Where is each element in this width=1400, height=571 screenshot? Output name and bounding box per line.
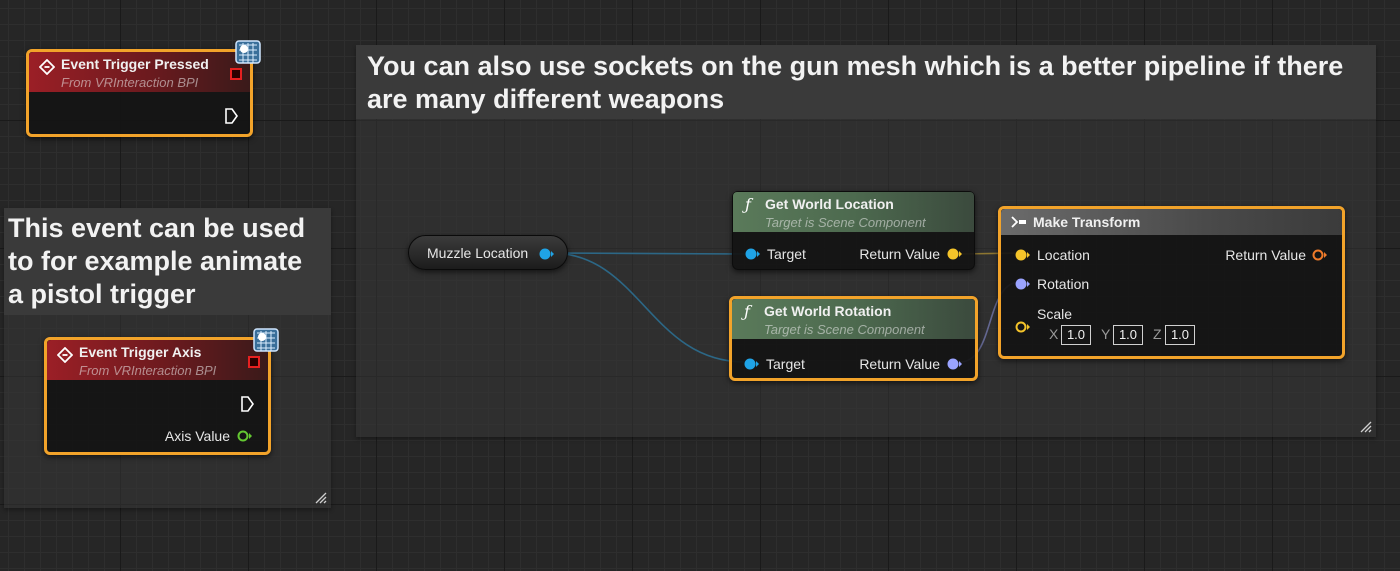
- transform-pin-icon[interactable]: [1311, 248, 1329, 262]
- node-subtitle: From VRInteraction BPI: [61, 75, 199, 90]
- rotator-pin-icon[interactable]: [1014, 277, 1032, 291]
- scale-y-label: Y: [1101, 326, 1111, 342]
- node-muzzle-location-getter[interactable]: Muzzle Location: [408, 235, 568, 270]
- node-subtitle: From VRInteraction BPI: [79, 363, 217, 378]
- event-diamond-icon: [57, 347, 73, 363]
- pin-label-return-value: Return Value: [859, 246, 940, 262]
- pin-label-return-value: Return Value: [1225, 247, 1306, 263]
- pin-label-axis-value: Axis Value: [164, 428, 230, 444]
- vector-pin-icon[interactable]: [946, 247, 964, 261]
- resize-handle-icon[interactable]: [1360, 421, 1372, 433]
- node-title: Event Trigger Pressed: [61, 56, 209, 72]
- node-title: Get World Rotation: [764, 303, 892, 319]
- exec-pin-icon[interactable]: [240, 396, 254, 412]
- make-struct-icon: [1011, 216, 1026, 228]
- node-title: Make Transform: [1033, 214, 1141, 230]
- function-f-icon: ƒ: [745, 195, 751, 214]
- node-get-world-rotation[interactable]: ƒ Get World Rotation Target is Scene Com…: [729, 296, 978, 381]
- interface-badge-icon: [235, 40, 261, 64]
- scale-x-label: X: [1049, 326, 1059, 342]
- delegate-square-icon[interactable]: [230, 68, 242, 80]
- object-pin-icon[interactable]: [743, 357, 761, 371]
- node-title: Get World Location: [765, 196, 894, 212]
- node-header[interactable]: ƒ Get World Location Target is Scene Com…: [733, 192, 974, 232]
- node-event-trigger-pressed[interactable]: Event Trigger Pressed From VRInteraction…: [26, 49, 253, 137]
- node-header[interactable]: Event Trigger Axis From VRInteraction BP…: [47, 340, 268, 380]
- scale-vector-fields: X 1.0 Y 1.0 Z 1.0: [1049, 325, 1209, 345]
- pin-label-location: Location: [1037, 247, 1090, 263]
- scale-z-label: Z: [1153, 326, 1162, 342]
- scale-x-input[interactable]: 1.0: [1061, 325, 1091, 345]
- function-f-icon: ƒ: [744, 302, 750, 321]
- node-header[interactable]: Event Trigger Pressed From VRInteraction…: [29, 52, 250, 92]
- vector-pin-icon[interactable]: [1014, 320, 1032, 334]
- scale-z-input[interactable]: 1.0: [1165, 325, 1195, 345]
- node-subtitle: Target is Scene Component: [764, 322, 925, 337]
- float-pin-icon[interactable]: [237, 429, 253, 443]
- pin-label-scale: Scale: [1037, 306, 1073, 322]
- interface-badge-icon: [253, 328, 279, 352]
- event-diamond-icon: [39, 59, 55, 75]
- node-event-trigger-axis[interactable]: Event Trigger Axis From VRInteraction BP…: [44, 337, 271, 455]
- node-title: Event Trigger Axis: [79, 344, 202, 360]
- resize-handle-icon[interactable]: [315, 492, 327, 504]
- scale-y-input[interactable]: 1.0: [1113, 325, 1143, 345]
- node-subtitle: Target is Scene Component: [765, 215, 926, 230]
- comment-title[interactable]: This event can be used to for example an…: [4, 208, 331, 315]
- object-pin-icon[interactable]: [538, 247, 556, 261]
- rotator-pin-icon[interactable]: [946, 357, 964, 371]
- vector-pin-icon[interactable]: [1014, 248, 1032, 262]
- variable-name: Muzzle Location: [427, 245, 529, 261]
- pin-label-target: Target: [767, 246, 806, 262]
- object-pin-icon[interactable]: [744, 247, 762, 261]
- node-header[interactable]: ƒ Get World Rotation Target is Scene Com…: [732, 299, 975, 339]
- exec-pin-icon[interactable]: [224, 108, 238, 124]
- node-make-transform[interactable]: Make Transform Location Return Value Rot…: [998, 206, 1345, 359]
- node-header[interactable]: Make Transform: [1001, 209, 1342, 235]
- pin-label-rotation: Rotation: [1037, 276, 1090, 292]
- pin-label-return-value: Return Value: [859, 356, 940, 372]
- pin-label-target: Target: [766, 356, 805, 372]
- delegate-square-icon[interactable]: [248, 356, 260, 368]
- node-get-world-location[interactable]: ƒ Get World Location Target is Scene Com…: [732, 191, 975, 270]
- comment-title[interactable]: You can also use sockets on the gun mesh…: [356, 45, 1376, 119]
